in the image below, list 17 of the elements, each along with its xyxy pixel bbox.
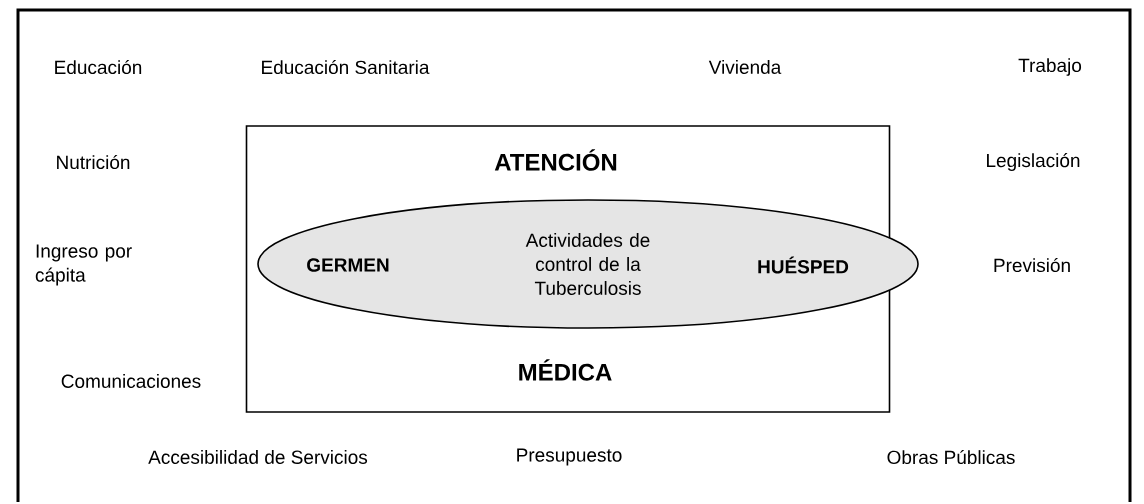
label: Educación xyxy=(55,59,142,75)
label: Nutrición xyxy=(57,154,130,170)
label: Accesibilidad de Servicios xyxy=(148,450,368,464)
label: Comunicaciones xyxy=(61,374,201,388)
heading: MÉDICA xyxy=(519,359,612,381)
label: Trabajo xyxy=(1018,58,1082,76)
label: Presupuesto xyxy=(517,448,622,466)
label: Ingreso por cápita xyxy=(35,244,132,286)
label: Legislación xyxy=(987,153,1080,171)
heading: HUÉSPED xyxy=(758,256,849,274)
body-text: Actividades de control de la Tuberculosis xyxy=(525,233,650,295)
label: Obras Públicas xyxy=(887,449,1015,465)
label: Vivienda xyxy=(708,60,782,74)
heading: GERMEN xyxy=(307,258,389,272)
heading: ATENCIÓN xyxy=(494,149,617,171)
label: Previsión xyxy=(994,257,1070,273)
label: Educación Sanitaria xyxy=(262,59,430,75)
